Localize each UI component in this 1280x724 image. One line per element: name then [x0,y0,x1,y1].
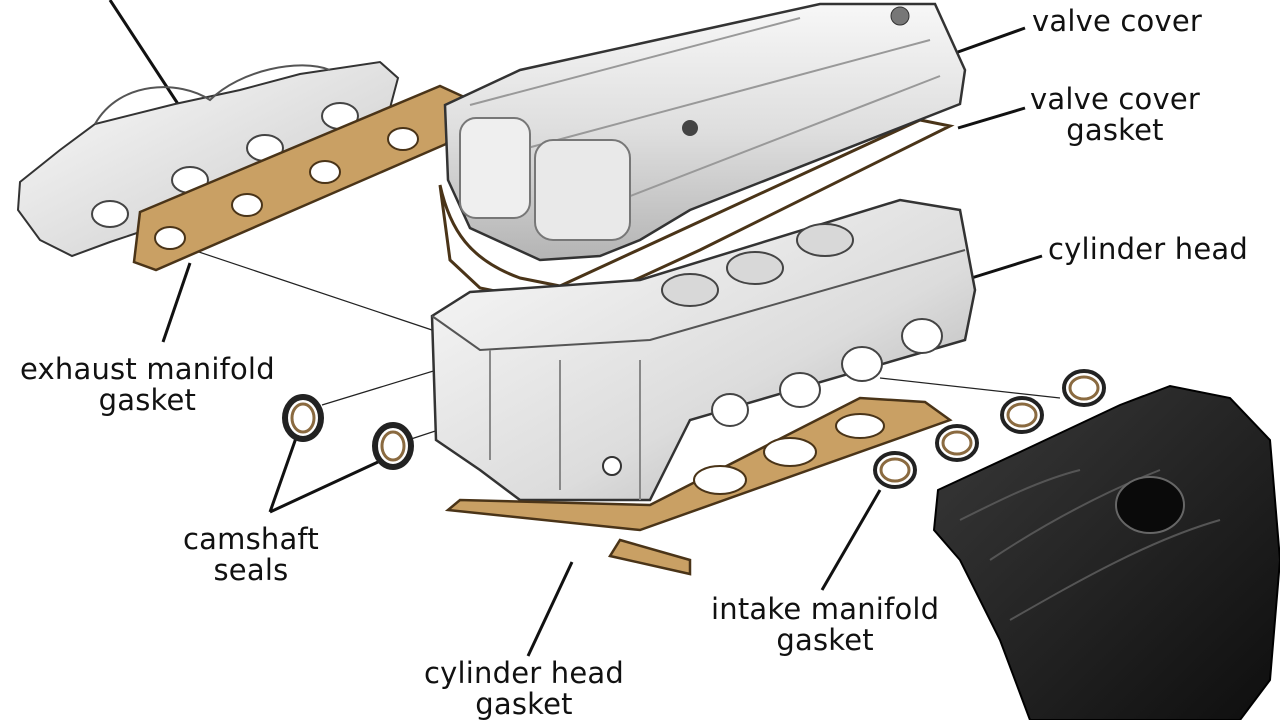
label-line: gasket [98,383,197,417]
cylinder-head-gasket [444,396,953,576]
label-camshaft-seals: camshaft seals [183,524,319,586]
label-line: camshaft [183,522,319,556]
intake-manifold-gaskets [873,369,1106,489]
label-line: gasket [1066,113,1164,147]
label-cylinder-head-gasket: cylinder head gasket [424,658,624,720]
label-line: gasket [475,687,573,721]
label-line: exhaust manifold [20,352,275,386]
label-line: cylinder head [1048,232,1248,266]
label-line: seals [213,553,289,587]
intake-manifold [932,384,1280,721]
label-line: intake manifold [711,592,940,626]
camshaft-seals [282,394,414,470]
label-line: valve cover [1030,82,1201,116]
label-line: cylinder head [424,656,624,690]
label-exhaust-manifold-gasket: exhaust manifold gasket [20,354,275,416]
cylinder-head [430,198,977,502]
leader-lines [108,0,1043,657]
exhaust-manifold [16,60,400,258]
label-line: valve cover [1032,4,1203,38]
label-cylinder-head: cylinder head [1048,234,1248,265]
valve-cover [443,2,967,262]
label-valve-cover-gasket: valve cover gasket [1030,84,1200,146]
label-valve-cover: valve cover [1032,6,1202,37]
label-intake-manifold-gasket: intake manifold gasket [711,594,939,656]
label-line: gasket [776,623,874,657]
